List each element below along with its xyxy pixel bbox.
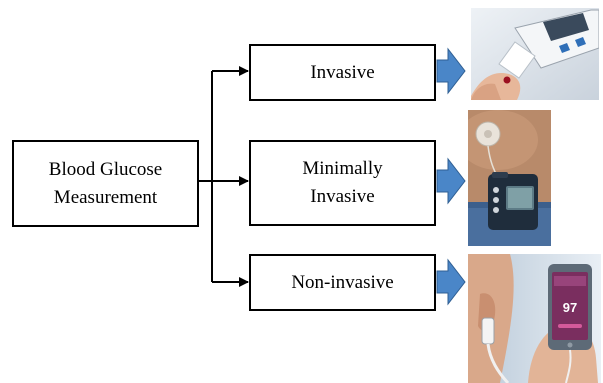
category-label-non-invasive: Non-invasive: [291, 271, 394, 293]
block-arrow-invasive: [436, 47, 466, 95]
phone-glucose-reading: 97: [563, 300, 577, 315]
root-node-label: Blood Glucose Measurement: [48, 158, 163, 208]
category-label-minimally-invasive: Minimally Invasive: [302, 158, 383, 207]
wearable-sensor-phone-photo: 97: [468, 254, 601, 383]
insulin-pump-photo: [468, 110, 551, 246]
category-node-minimally-invasive: Minimally Invasive: [249, 140, 436, 226]
root-node-blood-glucose-measurement: Blood Glucose Measurement: [12, 140, 199, 227]
category-node-non-invasive: Non-invasive: [249, 254, 436, 311]
category-label-invasive: Invasive: [310, 61, 375, 83]
block-arrow-non-invasive: [436, 258, 466, 306]
category-node-invasive: Invasive: [249, 44, 436, 101]
finger-prick-glucometer-photo: [471, 8, 599, 100]
block-arrow-minimally-invasive: [436, 157, 466, 205]
